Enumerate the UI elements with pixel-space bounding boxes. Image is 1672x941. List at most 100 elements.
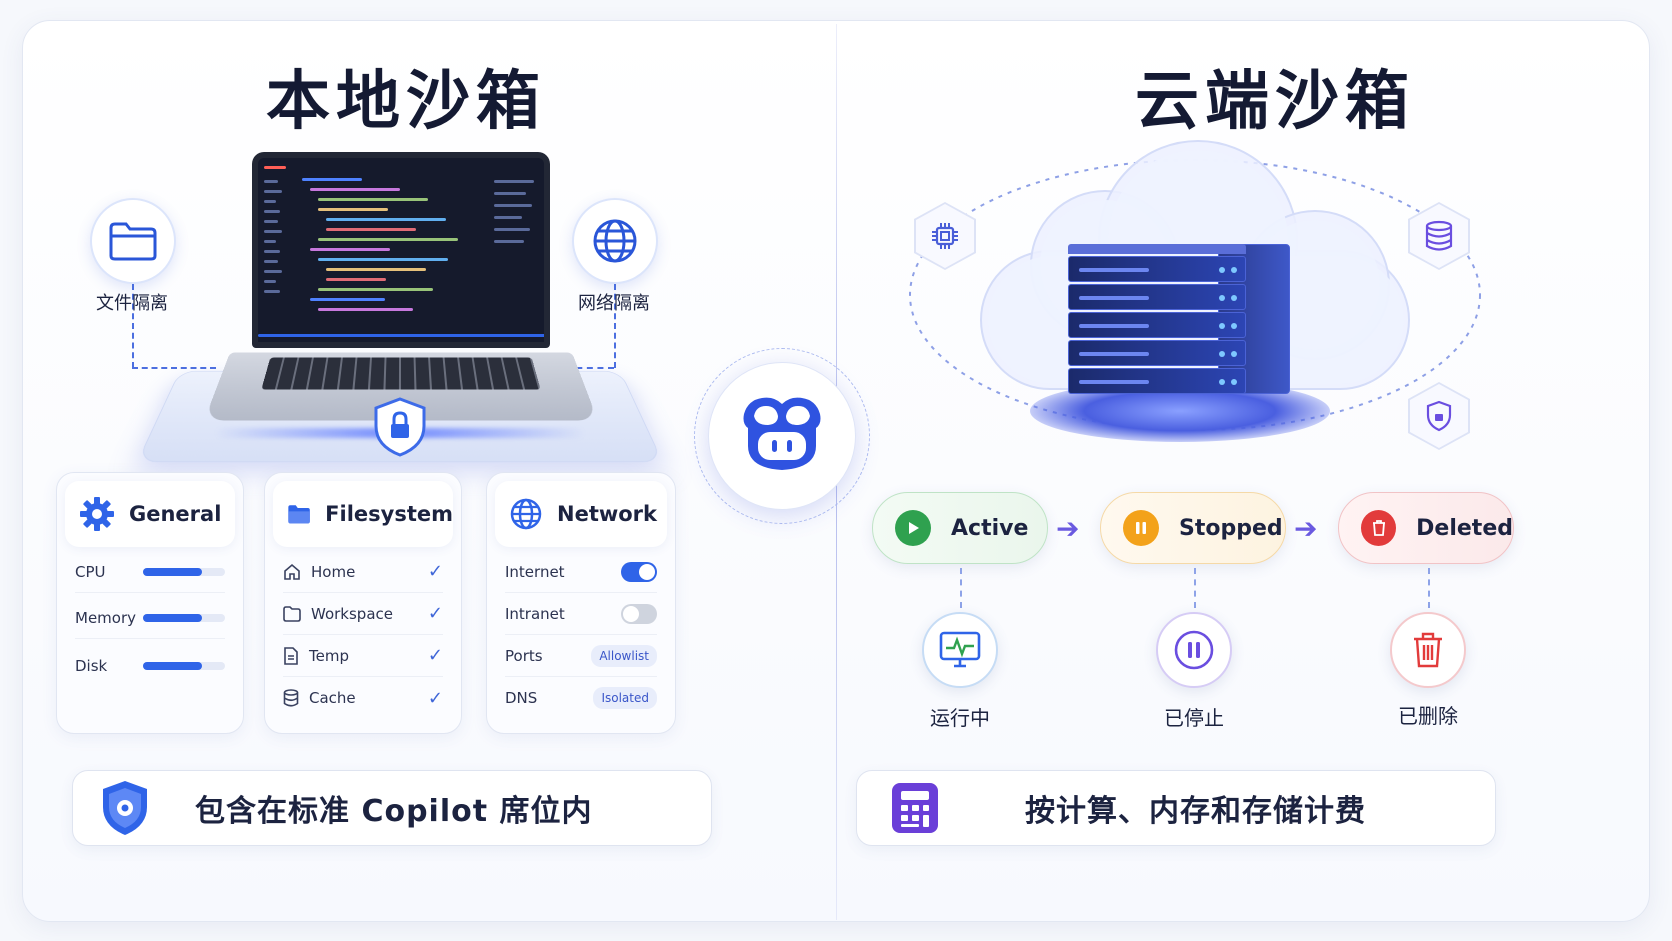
folder-icon [109, 222, 157, 261]
folder-icon [283, 605, 301, 622]
trash-icon [1361, 510, 1397, 546]
connector-line [960, 568, 962, 608]
state-deleted-label: Deleted [1416, 515, 1513, 541]
home-label: Home [311, 562, 356, 581]
state-active-pill[interactable]: Active [872, 492, 1048, 564]
fs-row-temp[interactable]: Temp ✓ [283, 635, 443, 677]
connector-line [1428, 568, 1430, 608]
fs-row-home[interactable]: Home ✓ [283, 551, 443, 593]
lock-shield-icon [370, 396, 430, 458]
stopped-status-badge [1156, 612, 1232, 688]
file-icon [284, 646, 298, 665]
local-sandbox-title: 本地沙箱 [266, 65, 546, 139]
shield-lock-icon [1426, 400, 1452, 432]
stopped-label: 已停止 [1164, 706, 1224, 730]
workspace-label: Workspace [311, 604, 393, 623]
network-card-header: Network [495, 481, 667, 547]
folder-icon [288, 505, 310, 524]
cloud-footer-text: 按计算、内存和存储计费 [1025, 794, 1366, 829]
cloud-footer: 按计算、内存和存储计费 [856, 770, 1496, 846]
shield-icon [103, 781, 147, 835]
general-card-header: General [65, 481, 235, 547]
cpu-label: CPU [75, 562, 106, 581]
deleted-label: 已删除 [1398, 704, 1458, 728]
local-footer: 包含在标准 Copilot 席位内 [72, 770, 712, 846]
dns-label: DNS [505, 689, 538, 707]
connector-line [1194, 568, 1196, 608]
gear-icon [80, 497, 114, 531]
check-icon: ✓ [427, 561, 443, 582]
intranet-label: Intranet [505, 604, 565, 623]
monitor-icon [939, 631, 981, 668]
play-icon [895, 510, 931, 546]
check-icon: ✓ [427, 645, 443, 666]
net-row-ports: Ports Allowlist [505, 635, 657, 677]
temp-label: Temp [309, 646, 349, 665]
arrow-icon: ➔ [1056, 512, 1080, 545]
network-isolation-label: 网络隔离 [578, 293, 650, 314]
file-isolation-label: 文件隔离 [96, 293, 168, 314]
pause-icon [1123, 510, 1159, 546]
filesystem-card: Filesystem Home ✓ Workspace ✓ Temp ✓ Cac… [264, 472, 462, 734]
connector-line [132, 284, 134, 368]
storage-badge [1408, 202, 1470, 270]
laptop-keyboard [261, 357, 541, 390]
home-icon [284, 563, 300, 580]
disk-bar [143, 662, 225, 670]
state-stopped-pill[interactable]: Stopped [1100, 492, 1286, 564]
network-card: Network Internet Intranet Ports Allowlis… [486, 472, 676, 734]
globe-icon [593, 219, 637, 263]
memory-bar [143, 613, 225, 622]
chip-icon [932, 223, 958, 249]
state-stopped-label: Stopped [1179, 515, 1283, 541]
fs-row-workspace[interactable]: Workspace ✓ [283, 593, 443, 635]
cloud-sandbox-title: 云端沙箱 [1135, 65, 1415, 139]
general-card: General CPU Memory Disk [56, 472, 244, 734]
copilot-logo-icon [736, 388, 828, 480]
check-icon: ✓ [427, 603, 443, 624]
server-top [1068, 244, 1246, 254]
laptop-screen [252, 152, 550, 348]
calculator-icon [892, 783, 938, 833]
net-row-intranet: Intranet [505, 593, 657, 635]
connector-line [614, 284, 616, 368]
check-icon: ✓ [427, 687, 443, 709]
cache-label: Cache [309, 689, 356, 707]
net-row-internet: Internet [505, 551, 657, 593]
local-footer-text: 包含在标准 Copilot 席位内 [195, 794, 593, 829]
disk-label: Disk [75, 657, 108, 675]
network-isolation-badge [572, 198, 658, 284]
dns-badge: Isolated [593, 687, 657, 709]
logo-orbit-ring [694, 348, 870, 524]
globe-icon [510, 498, 542, 530]
cpu-bar [143, 567, 225, 576]
general-row-cpu: CPU [75, 551, 225, 593]
state-active-label: Active [951, 515, 1029, 541]
memory-label: Memory [75, 608, 137, 627]
ports-label: Ports [505, 646, 543, 665]
ports-badge: Allowlist [591, 644, 657, 667]
deleted-status-badge [1390, 612, 1466, 688]
pause-circle-icon [1174, 630, 1214, 670]
network-card-title: Network [557, 502, 658, 526]
database-icon [283, 689, 299, 707]
filesystem-card-header: Filesystem [273, 481, 453, 547]
general-card-title: General [129, 502, 222, 526]
running-status-badge [922, 612, 998, 688]
internet-toggle[interactable] [621, 561, 657, 582]
connector-line [132, 367, 216, 369]
general-row-memory: Memory [75, 597, 225, 639]
file-isolation-badge [90, 198, 176, 284]
general-row-disk: Disk [75, 645, 225, 687]
intranet-toggle[interactable] [621, 603, 657, 624]
arrow-icon: ➔ [1294, 512, 1318, 545]
running-label: 运行中 [930, 706, 990, 730]
security-badge [1408, 382, 1470, 450]
state-deleted-pill[interactable]: Deleted [1338, 492, 1514, 564]
filesystem-card-title: Filesystem [325, 502, 453, 526]
internet-label: Internet [505, 562, 565, 581]
database-icon [1425, 220, 1453, 251]
trash-icon [1414, 632, 1442, 668]
net-row-dns: DNS Isolated [505, 677, 657, 719]
fs-row-cache[interactable]: Cache ✓ [283, 677, 443, 719]
